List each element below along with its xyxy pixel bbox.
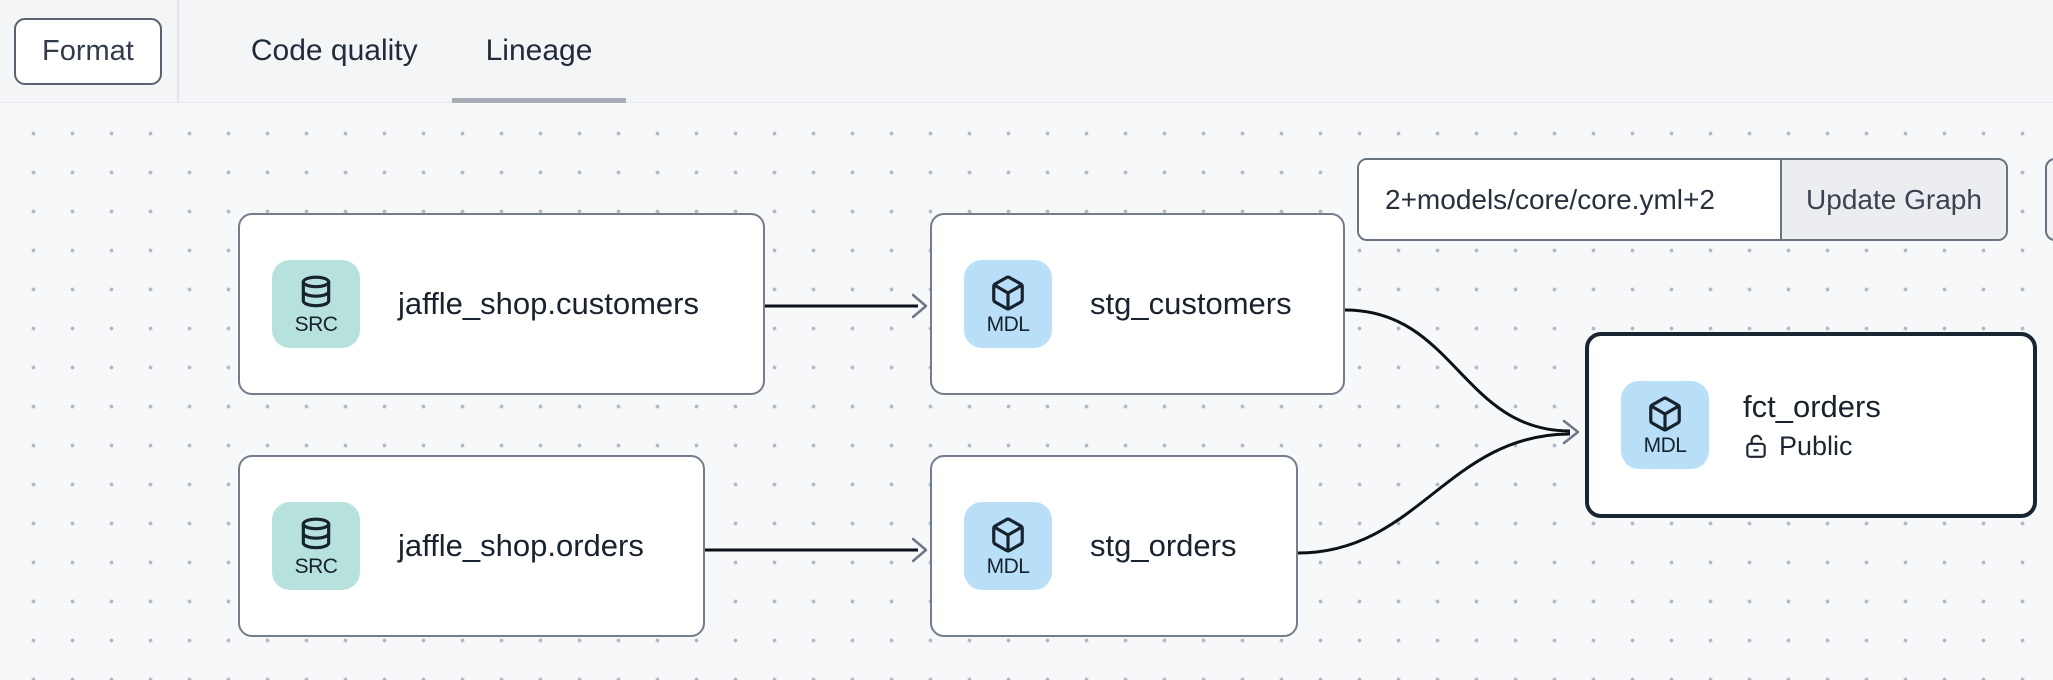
node-title: stg_customers	[1090, 286, 1292, 321]
node-model-fct-orders[interactable]: MDL fct_orders Public	[1585, 332, 2037, 518]
format-button[interactable]: Format	[14, 17, 162, 85]
node-title: jaffle_shop.orders	[398, 528, 644, 563]
node-model-stg-orders[interactable]: MDL stg_orders	[930, 455, 1298, 637]
tab-lineage-label: Lineage	[485, 34, 593, 67]
tab-code-quality-label: Code quality	[250, 34, 418, 67]
toolbar-divider	[176, 0, 179, 103]
tab-bar: Code quality Lineage	[217, 0, 627, 103]
access-label: Public	[1779, 430, 1853, 461]
tab-lineage[interactable]: Lineage	[451, 0, 627, 103]
model-badge: MDL	[1621, 381, 1709, 469]
source-badge: SRC	[272, 502, 360, 590]
unlock-icon	[1746, 434, 1766, 458]
badge-label: MDL	[1643, 433, 1687, 457]
database-icon	[301, 275, 331, 307]
edge-stg-orders-fct-orders	[1297, 432, 1571, 555]
node-title: jaffle_shop.customers	[398, 286, 699, 321]
badge-label: MDL	[986, 554, 1030, 578]
badge-label: MDL	[986, 312, 1030, 336]
cube-icon	[992, 275, 1024, 311]
arrowhead-icon	[911, 293, 928, 319]
node-title: fct_orders	[1743, 388, 1881, 424]
tab-code-quality[interactable]: Code quality	[217, 0, 452, 103]
top-toolbar: Format Code quality Lineage	[0, 0, 2053, 103]
access-row: Public	[1743, 431, 1881, 462]
edge-stg-customers-fct-orders	[1344, 308, 1571, 433]
graph-selector-bar: Update Graph	[1357, 158, 2008, 241]
cube-icon	[1649, 396, 1681, 432]
badge-label: SRC	[294, 312, 338, 336]
model-badge: MDL	[964, 502, 1052, 590]
lineage-canvas[interactable]: Update Graph SRC jaffle_shop.customers	[0, 103, 2053, 680]
badge-label: SRC	[294, 554, 338, 578]
model-badge: MDL	[964, 260, 1052, 348]
arrowhead-icon	[911, 537, 928, 563]
active-tab-underline	[451, 97, 627, 103]
node-title: stg_orders	[1090, 528, 1237, 563]
partial-button[interactable]	[2045, 158, 2053, 241]
node-text: fct_orders Public	[1743, 389, 1881, 462]
cube-icon	[992, 517, 1024, 553]
model-selector-input[interactable]	[1359, 160, 1780, 239]
node-source-jaffle-shop-customers[interactable]: SRC jaffle_shop.customers	[238, 213, 765, 395]
source-badge: SRC	[272, 260, 360, 348]
arrowhead-icon	[1562, 419, 1580, 445]
update-graph-button[interactable]: Update Graph	[1780, 160, 2006, 239]
node-source-jaffle-shop-orders[interactable]: SRC jaffle_shop.orders	[238, 455, 705, 637]
node-model-stg-customers[interactable]: MDL stg_customers	[930, 213, 1345, 395]
database-icon	[301, 517, 331, 549]
